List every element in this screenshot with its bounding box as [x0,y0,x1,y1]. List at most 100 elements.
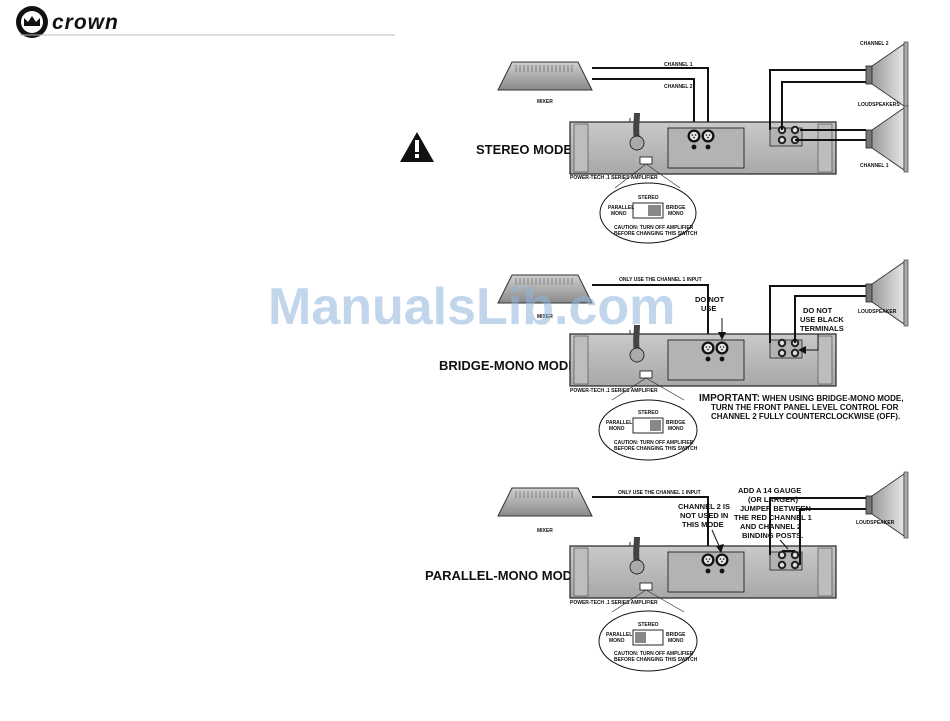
stereo-switch-knob [648,205,661,216]
stereo-ch1-cable [592,67,709,132]
bridge-post [777,348,787,358]
parallel-callout-line [645,589,685,613]
bridge-mixer-label: MIXER [537,314,553,320]
bridge-important: IMPORTANT: WHEN USING BRIDGE-MONO MODE, [699,393,904,404]
parallel-mixer-label: MIXER [537,528,553,534]
stereo-switch-parallel-mono: MONO [611,211,627,217]
bridge-input-note: ONLY USE THE CHANNEL 1 INPUT [619,277,702,283]
warning-icon [400,132,434,162]
bridge-section: BRIDGE-MONO MODE MIXER ONLY USE THE CHAN… [439,259,909,461]
stereo-loudspeakers-label: LOUDSPEAKERS [858,102,900,108]
parallel-jumper-arrow [779,539,789,550]
parallel-jumper-note-2: (OR LARGER) [748,495,798,504]
parallel-post [790,560,800,570]
bridge-speaker [865,259,909,327]
stereo-speaker-ch2 [865,41,909,109]
parallel-mode-switch [639,582,653,591]
parallel-spk-cable-a [769,497,866,555]
parallel-ch2-arrow [711,529,721,549]
bridge-no-black-3: TERMINALS [800,324,844,333]
parallel-switch-knob [635,632,646,643]
stereo-mode-switch [639,156,653,165]
stereo-amp-label: POWER-TECH .1 SERIES AMPLIFIER [570,175,658,181]
parallel-mode-title: PARALLEL-MONO MODE [425,568,581,583]
stereo-ch2-label: CHANNEL 2 [664,84,693,90]
bridge-arrow-head [718,332,726,340]
stereo-ch1-label: CHANNEL 1 [664,62,693,68]
parallel-ch1-cable [592,496,709,554]
stereo-spk-top-label: CHANNEL 2 [860,41,889,47]
bridge-ch1-cable [592,284,709,345]
bridge-important-3: CHANNEL 2 FULLY COUNTERCLOCKWISE (OFF). [711,412,900,421]
bridge-callout-line [611,377,647,401]
parallel-jumper-note-3: JUMPER BETWEEN [740,504,811,513]
stereo-switch-stereo: STEREO [638,195,659,201]
parallel-post [790,550,800,560]
parallel-callout-line [611,589,647,613]
parallel-switch-bridge: BRIDGE [666,632,686,638]
stereo-mixer-label: MIXER [537,99,553,105]
bridge-switch-bridge-mono: MONO [668,426,684,432]
watermark: ManualsLib.com [268,278,675,336]
stereo-spk2-cable-a [769,69,866,130]
bridge-do-not-use-2: USE [701,304,716,313]
stereo-spk2-cable-b [781,81,866,130]
brand-name: crown [52,11,119,34]
parallel-speaker [865,471,909,539]
stereo-post [777,135,787,145]
stereo-caution: CAUTION: TURN OFF AMPLIFIER [614,225,694,231]
parallel-ch2-note-1: CHANNEL 2 IS [678,502,730,511]
stereo-switch-bridge-mono: MONO [668,211,684,217]
stereo-callout-line [645,163,681,189]
bridge-black-arrow [802,334,819,351]
parallel-switch-parallel: PARALLEL [606,632,632,638]
parallel-ch2-note-3: THIS MODE [682,520,724,529]
bridge-switch-parallel-mono: MONO [609,426,625,432]
parallel-post [777,560,787,570]
parallel-jumper-note-1: ADD A 14 GAUGE [738,486,801,495]
stereo-mixer [497,61,593,91]
stereo-switch-parallel: PARALLEL [608,205,634,211]
bridge-switch-parallel: PARALLEL [606,420,632,426]
bridge-post [790,348,800,358]
bridge-amp-label: POWER-TECH .1 SERIES AMPLIFIER [570,388,658,394]
parallel-post [777,550,787,560]
bridge-post [777,338,787,348]
bridge-switch-stereo: STEREO [638,410,659,416]
parallel-jumper-note-6: BINDING POSTS. [742,531,803,540]
bridge-switch-bridge: BRIDGE [666,420,686,426]
parallel-jumper-note-4: THE RED CHANNEL 1 [734,513,812,522]
bridge-spk-cable-a [769,285,866,343]
bridge-mode-title: BRIDGE-MONO MODE [439,358,577,373]
bridge-caution: CAUTION: TURN OFF AMPLIFIER [614,440,694,446]
parallel-spk-cable-b [799,508,866,565]
bridge-no-black-1: DO NOT [803,306,833,315]
bridge-spk-cable-b [794,295,866,343]
bridge-switch-knob [650,420,661,431]
parallel-caution-line2: BEFORE CHANGING THIS SWITCH [614,657,698,663]
parallel-mixer [497,487,593,517]
parallel-caution: CAUTION: TURN OFF AMPLIFIER [614,651,694,657]
bridge-amplifier [569,329,837,387]
parallel-loudspeaker-label: LOUDSPEAKER [856,520,895,526]
bridge-do-not-use: DO NOT [695,295,725,304]
parallel-input-note: ONLY USE THE CHANNEL 1 INPUT [618,490,701,496]
parallel-amp-label: POWER-TECH .1 SERIES AMPLIFIER [570,600,658,606]
bridge-loudspeaker-label: LOUDSPEAKER [858,309,897,315]
bridge-no-black-2: USE BLACK [800,315,844,324]
bridge-callout-line [645,377,685,401]
bridge-caution-line2: BEFORE CHANGING THIS SWITCH [614,446,698,452]
parallel-ch2-note-2: NOT USED IN [680,511,728,520]
parallel-ch2-arrow-head [716,544,724,553]
stereo-section: STEREO MODE MIXER CHANNEL 1 CHANNEL 2 PO… [400,41,909,244]
parallel-switch-stereo: STEREO [638,622,659,628]
stereo-switch-bridge: BRIDGE [666,205,686,211]
stereo-mode-title: STEREO MODE [476,142,572,157]
bridge-black-arrow-head [798,346,806,354]
stereo-spk-bottom-label: CHANNEL 1 [860,163,889,169]
crown-logo [16,6,48,38]
parallel-amplifier [569,541,837,599]
parallel-section: PARALLEL-MONO MODE MIXER ONLY USE THE CH… [425,471,909,672]
stereo-callout-line [614,163,647,189]
